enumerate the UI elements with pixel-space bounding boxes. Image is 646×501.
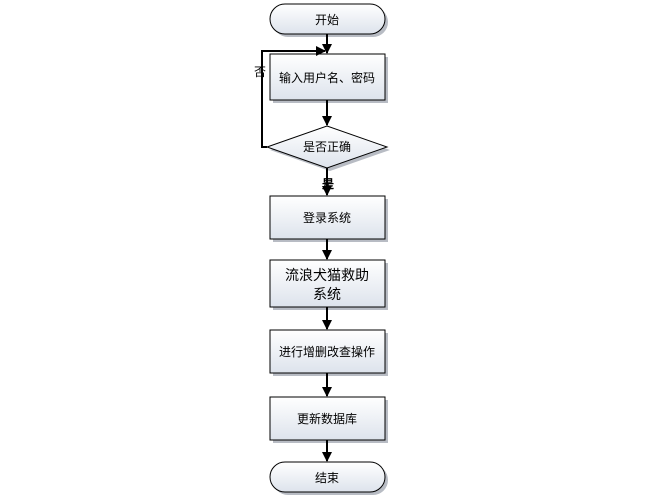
system-node: 流浪犬猫救助 系统 [269, 259, 388, 310]
input-label: 输入用户名、密码 [279, 70, 375, 85]
start-node: 开始 [269, 3, 388, 37]
end-node: 结束 [269, 461, 388, 495]
operate-node: 进行增删改查操作 [269, 329, 388, 376]
login-label: 登录系统 [303, 210, 351, 225]
no-edge-label: 否 [254, 65, 266, 79]
end-label: 结束 [315, 471, 339, 485]
system-label-line1: 流浪犬猫救助 [285, 268, 369, 284]
check-node: 是否正确 [265, 125, 390, 171]
system-label-line2: 系统 [313, 287, 341, 303]
update-db-label: 更新数据库 [297, 411, 357, 426]
update-db-node: 更新数据库 [269, 396, 388, 443]
input-node: 输入用户名、密码 [269, 53, 388, 103]
start-label: 开始 [315, 13, 339, 27]
operate-label: 进行增删改查操作 [279, 344, 375, 359]
login-node: 登录系统 [269, 195, 388, 242]
edges [261, 34, 332, 462]
edge-check-no-loop [261, 46, 326, 148]
check-label: 是否正确 [303, 140, 351, 154]
yes-edge-label: 是 [321, 177, 335, 191]
